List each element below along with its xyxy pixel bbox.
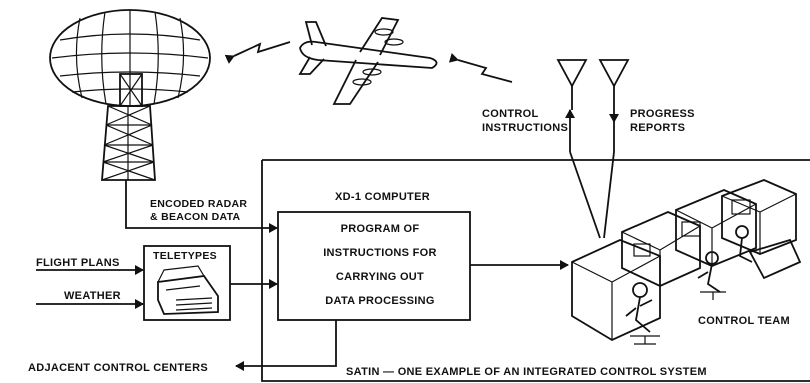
- program-line-1: PROGRAM OF: [341, 223, 420, 235]
- computer-title: XD-1 COMPUTER: [335, 191, 430, 203]
- teletypes-label: TELETYPES: [153, 250, 217, 262]
- weather-label: WEATHER: [64, 290, 121, 302]
- control-instructions-arrow: [565, 86, 575, 152]
- computer-box: [277, 211, 471, 321]
- adjacent-centers-label: ADJACENT CONTROL CENTERS: [28, 362, 208, 374]
- aircraft-antenna-link: [448, 52, 513, 83]
- jet-aircraft-icon: [298, 17, 438, 105]
- teletype-machine-icon: [156, 265, 219, 315]
- flight-plans-label: FLIGHT PLANS: [36, 257, 120, 269]
- program-line-3: CARRYING OUT: [336, 271, 424, 283]
- radar-data-line: [125, 180, 278, 233]
- encoded-radar-label: ENCODED RADAR & BEACON DATA: [150, 198, 250, 223]
- control-team-label: CONTROL TEAM: [698, 315, 790, 327]
- program-line-4: DATA PROCESSING: [325, 295, 434, 307]
- system-boundary: [261, 159, 810, 382]
- teletypes-box: [143, 245, 231, 321]
- control-instructions-label: CONTROL INSTRUCTIONS: [482, 108, 568, 134]
- adjacent-centers-arrow: [235, 320, 337, 371]
- program-line-2: INSTRUCTIONS FOR: [323, 247, 437, 259]
- radar-tower-icon: [101, 73, 156, 181]
- diagram-caption: SATIN — ONE EXAMPLE OF AN INTEGRATED CON…: [346, 366, 707, 378]
- antenna-to-console-lines: [569, 151, 615, 239]
- radar-aircraft-link: [224, 41, 291, 64]
- radio-antenna-icon: [556, 59, 630, 88]
- control-console-icon: [571, 179, 802, 342]
- progress-reports-label: PROGRESS REPORTS: [630, 108, 698, 134]
- operator-figure-icon: [625, 225, 753, 345]
